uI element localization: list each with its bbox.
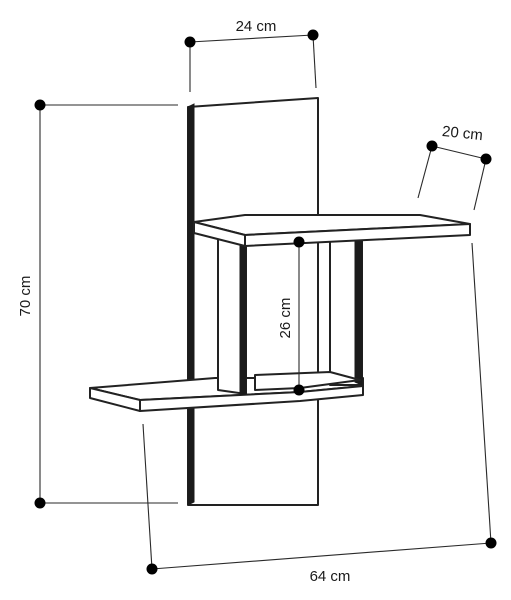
- dim-total-width-dot-left: [146, 563, 158, 575]
- dim-height: 70 cm: [17, 99, 178, 509]
- dim-depth-ext-left: [417, 145, 433, 199]
- dim-total-width-dot-right: [485, 537, 497, 549]
- upper-shelf: [193, 214, 471, 247]
- dim-height-dot-bottom: [34, 497, 46, 509]
- dim-total-width-ext-left: [142, 423, 153, 570]
- dim-top-width-dot-left: [184, 36, 196, 48]
- dim-height-label: 70 cm: [17, 276, 34, 317]
- back-board-edge: [187, 103, 195, 506]
- dim-depth-label: 20 cm: [441, 123, 483, 144]
- dim-inner-height-dot-top: [293, 236, 305, 248]
- dim-top-width-line: [189, 34, 314, 43]
- dim-inner-height-dot-bottom: [293, 384, 305, 396]
- dim-height-dot-top: [34, 99, 46, 111]
- dim-total-width-ext-right: [471, 242, 492, 544]
- dim-depth: 20 cm: [417, 123, 492, 211]
- left-divider-edge: [239, 237, 247, 396]
- dim-top-width-label: 24 cm: [236, 18, 277, 35]
- dim-depth-line: [431, 145, 487, 160]
- dim-top-width-dot-right: [307, 29, 319, 41]
- dim-depth-dot-right: [480, 153, 492, 165]
- dim-top-width: 24 cm: [184, 18, 319, 92]
- inner-bottom: [254, 371, 361, 391]
- dim-depth-dot-left: [426, 140, 438, 152]
- right-divider-edge: [354, 239, 363, 386]
- dim-inner-height: 26 cm: [277, 236, 305, 396]
- dim-total-width-line: [151, 542, 492, 570]
- dim-depth-ext-right: [473, 158, 487, 211]
- dim-total-width-label: 64 cm: [310, 568, 351, 585]
- dim-total-width: 64 cm: [142, 242, 497, 585]
- upper-shelf-left-end: [193, 221, 246, 247]
- dim-top-width-ext-right: [312, 34, 317, 89]
- dim-inner-height-label: 26 cm: [277, 298, 294, 339]
